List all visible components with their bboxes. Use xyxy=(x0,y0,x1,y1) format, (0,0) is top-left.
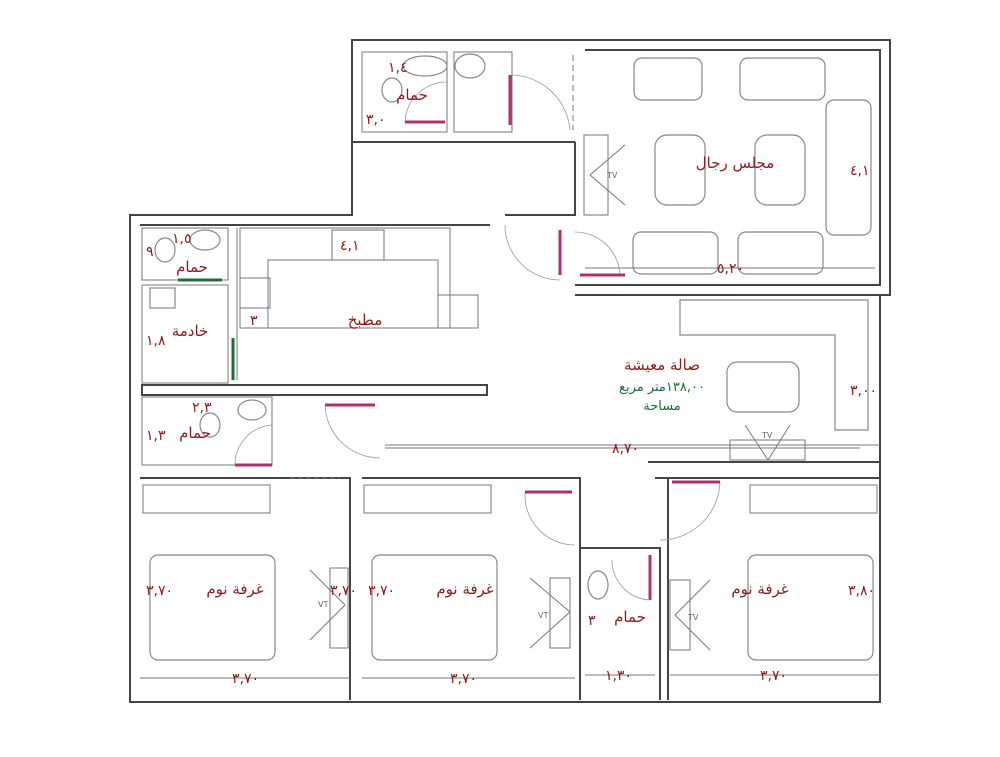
dim-majlis-w: ٥,٢٠ xyxy=(717,261,744,277)
majlis-furniture xyxy=(504,57,872,281)
dim-majlis-h: ٤,١ xyxy=(850,163,870,179)
maid-area xyxy=(141,227,488,396)
room-label-kitchen: مطبخ xyxy=(348,311,383,329)
kitchen-furniture xyxy=(236,227,479,380)
dim-living-h: ٣,٠٠ xyxy=(850,383,877,399)
dim-living-w: ٨,٧٠ xyxy=(612,441,639,457)
dim-bed-mid-w: ٣,٧٠ xyxy=(450,671,477,687)
dim-bed-right-h: ٣,٨٠ xyxy=(848,583,875,599)
room-label-living: صالة معيشة xyxy=(624,356,700,374)
tv-label: VT xyxy=(318,600,328,609)
dim-kitchen-sink: ٤,١ xyxy=(340,238,360,254)
bedroom-furniture xyxy=(142,480,878,661)
dim-bed-right-w: ٣,٧٠ xyxy=(760,668,787,684)
dim-bath-maid-h: ٩ xyxy=(146,244,154,260)
tv-label: VT xyxy=(538,611,548,620)
dim-bed-left-h: ٣,٧٠ xyxy=(146,583,173,599)
bath-top xyxy=(361,51,574,133)
living-furniture xyxy=(679,299,869,461)
dim-maid-h: ١,٨ xyxy=(146,333,166,349)
room-label-bath-left: حمام xyxy=(179,424,211,442)
dimension-lines xyxy=(140,267,880,679)
bath-left xyxy=(141,396,880,467)
tv-label: TV xyxy=(606,171,618,180)
dim-bath-top-w: ١,٤ xyxy=(388,60,408,76)
dim-bath-left-h: ١,٣ xyxy=(146,428,166,444)
room-label-bath-maid: حمام xyxy=(176,258,208,276)
dim-bath-center-h: ٣ xyxy=(588,613,596,629)
room-label-bedroom-mid: غرفة نوم xyxy=(436,580,493,598)
dim-bath-maid-w: ١,٥ xyxy=(172,231,192,247)
dim-bed-left-w: ٣,٧٠ xyxy=(232,671,259,687)
tv-label: TV xyxy=(687,613,699,622)
tv-label: TV xyxy=(761,431,773,440)
interior-walls xyxy=(140,461,880,700)
outer-walls xyxy=(129,39,891,703)
living-area-value: ١٣٨,٠٠متر مربع xyxy=(619,380,705,395)
room-label-majlis: مجلس رجال xyxy=(696,154,775,172)
dim-bath-top-h: ٣,٠ xyxy=(366,112,386,128)
room-label-bedroom-left: غرفة نوم xyxy=(206,580,263,598)
room-label-bath-top: حمام xyxy=(396,86,428,104)
dim-bath-left-w: ٢,٣ xyxy=(192,400,212,416)
room-label-bedroom-right: غرفة نوم xyxy=(731,580,788,598)
room-label-bath-center: حمام xyxy=(614,608,646,626)
dim-bed-mid-h: ٣,٧٠ xyxy=(368,583,395,599)
room-label-maid: خادمة xyxy=(172,322,209,340)
dim-bath-center-w: ١,٣٠ xyxy=(605,668,632,684)
dim-kitchen-side: ٣ xyxy=(250,313,258,329)
living-area-label: مساحة xyxy=(643,399,681,414)
dim-bed-left-h2: ٣,٧٠ xyxy=(330,583,357,599)
